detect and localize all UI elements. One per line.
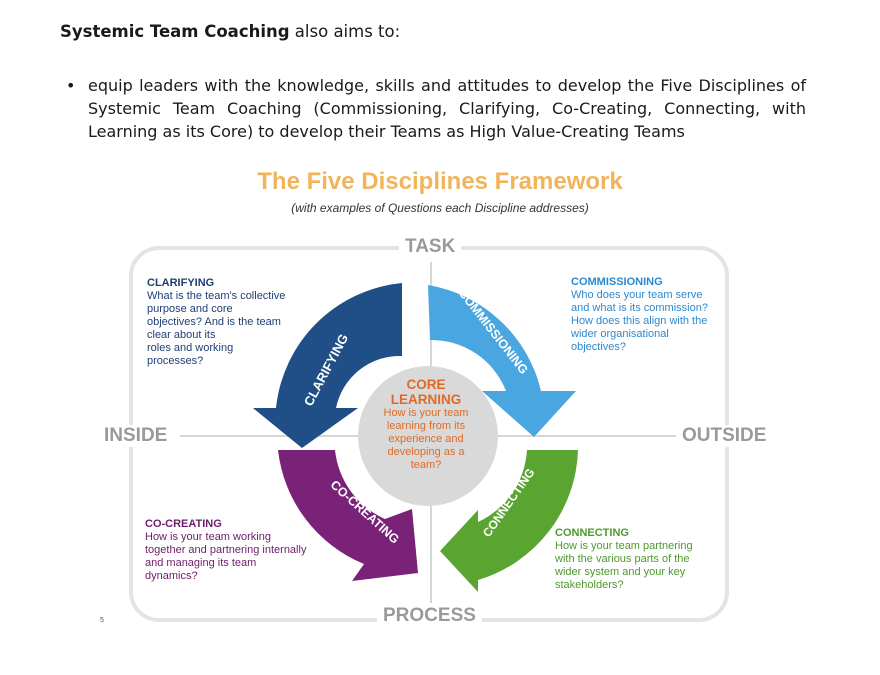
intro-bold: Systemic Team Coaching [60,22,290,41]
clarifying-line: processes? [147,355,204,367]
cocreating-line: and managing its team [145,557,257,569]
bullet-text: equip leaders with the knowledge, skills… [88,76,806,141]
clarifying-line: purpose and core [147,303,233,315]
core-line: team? [410,459,442,471]
connecting-line: How is your team partnering [555,540,693,552]
cocreating-line: How is your team working [145,531,271,543]
axis-label-inside: INSIDE [98,425,174,447]
intro-line: Systemic Team Coaching also aims to: [60,22,400,41]
clarifying-box: CLARIFYING What is the team's collective… [147,277,307,368]
cocreating-arrow [278,450,418,581]
commissioning-arrow [428,285,576,437]
cocreating-box: CO-CREATING How is your team working tog… [145,518,335,583]
framework-title: The Five Disciplines Framework [257,168,623,195]
commissioning-line: and what is its commission? [571,302,708,314]
clarifying-line: clear about its [147,329,216,341]
cocreating-line: dynamics? [145,570,198,582]
core-heading-2: LEARNING [390,392,462,407]
connecting-line: with the various parts of the [555,553,690,565]
commissioning-line: wider organisational [571,328,669,340]
core-line: learning from its [386,420,466,432]
connecting-heading: CONNECTING [555,527,629,539]
core-heading-1: CORE [406,377,446,392]
clarifying-line: roles and working [147,342,234,354]
bullet-dot-icon: • [66,76,76,95]
framework-subtitle: (with examples of Questions each Discipl… [291,201,589,215]
commissioning-line: Who does your team serve [571,289,703,301]
clarifying-heading: CLARIFYING [147,277,215,289]
commissioning-line: objectives? [571,341,627,353]
core-line: How is your team [383,407,469,419]
core-learning: CORE LEARNING How is your team learning … [368,377,484,472]
commissioning-line: How does this align with the [571,315,708,327]
clarifying-line: objectives? And is the team [147,316,281,328]
intro-rest: also aims to: [289,22,401,41]
bullet-item: • equip leaders with the knowledge, skil… [66,74,806,143]
commissioning-box: COMMISSIONING Who does your team serve a… [571,276,731,354]
connecting-line: wider system and your key [555,566,686,578]
axis-label-task: TASK [399,236,462,258]
connecting-line: stakeholders? [555,579,624,591]
axis-label-process: PROCESS [377,605,482,627]
core-line: developing as a [387,446,465,458]
connecting-arrow [440,450,578,592]
cocreating-line: together and partnering internally [145,544,307,556]
commissioning-heading: COMMISSIONING [571,276,663,288]
cocreating-heading: CO-CREATING [145,518,222,530]
connecting-box: CONNECTING How is your team partnering w… [555,527,725,592]
page-footnote: 5 [100,617,104,624]
clarifying-arrow [253,283,402,448]
axis-label-outside: OUTSIDE [676,425,773,447]
core-circle [358,366,498,506]
clarifying-line: What is the team's collective [147,290,286,302]
core-line: experience and [388,433,464,445]
